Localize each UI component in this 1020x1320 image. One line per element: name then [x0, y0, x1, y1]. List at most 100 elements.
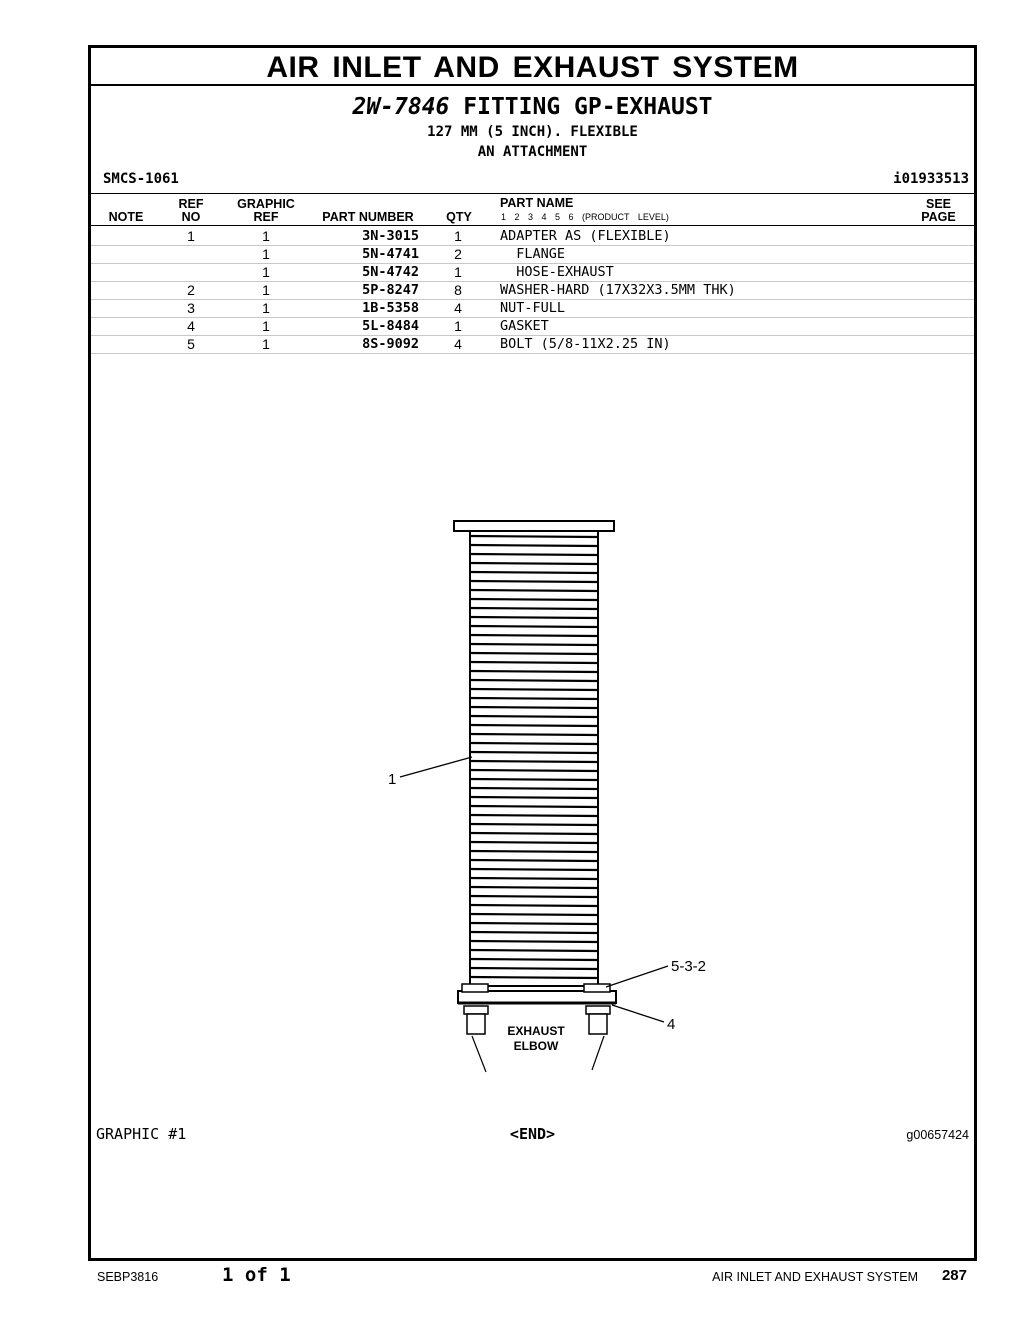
hose-rib: [469, 606, 599, 611]
table-row: 4 1 5L-8484 1 GASKET: [91, 317, 974, 336]
hose-rib: [469, 669, 599, 674]
hose-rib: [469, 651, 599, 656]
hose-rib: [469, 885, 599, 890]
row-graphic-ref: 1: [262, 300, 270, 316]
col-note-header: NOTE: [108, 210, 144, 224]
table-row: 2 1 5P-8247 8 WASHER-HARD (17X32X3.5MM T…: [91, 281, 974, 300]
elbow-label-line-1: EXHAUST: [507, 1024, 565, 1038]
hose-rib: [469, 867, 599, 872]
callout-4: 4: [667, 1016, 675, 1033]
header-top-rule: [91, 193, 974, 194]
hose-rib: [469, 903, 599, 908]
hose-rib: [469, 786, 599, 791]
footer-doc-id: SEBP3816: [97, 1270, 159, 1284]
group-part-number: 2W-7846: [352, 94, 450, 120]
info-id: i01933513: [893, 171, 969, 187]
hose-rib: [469, 624, 599, 629]
hose-rib: [469, 894, 599, 899]
hose-rib: [469, 741, 599, 746]
hose-rib: [469, 543, 599, 548]
group-name: FITTING GP-EXHAUST: [463, 94, 713, 120]
col-part-number-header: PART NUMBER: [322, 210, 414, 224]
hose-rib: [469, 777, 599, 782]
row-part-name: GASKET: [500, 318, 549, 334]
hose-rib: [469, 921, 599, 926]
hose-rib: [469, 759, 599, 764]
hose-rib: [469, 534, 599, 539]
row-part-name: HOSE-EXHAUST: [500, 264, 614, 280]
row-ref: 1: [187, 228, 195, 244]
hose-body: [469, 530, 599, 987]
hose-rib: [469, 795, 599, 800]
graphic-label: GRAPHIC #1: [96, 1125, 187, 1143]
group-description-line-2: AN ATTACHMENT: [477, 144, 588, 160]
row-part-number: 5N-4742: [362, 264, 419, 280]
row-part-name: ADAPTER AS (FLEXIBLE): [500, 228, 671, 244]
hose-rib: [469, 570, 599, 575]
group-title: 2W-7846 FITTING GP-EXHAUST: [91, 94, 974, 120]
nut-right-bottom: [588, 1013, 608, 1035]
elbow-label-line-2: ELBOW: [514, 1039, 559, 1053]
row-graphic-ref: 1: [262, 282, 270, 298]
table-row: 3 1 1B-5358 4 NUT-FULL: [91, 299, 974, 318]
hose-rib: [469, 615, 599, 620]
hose-rib: [469, 840, 599, 845]
hose-rib: [469, 633, 599, 638]
col-graphic-label: GRAPHIC: [237, 197, 295, 211]
col-qty-header: QTY: [446, 210, 472, 224]
hose-rib: [469, 939, 599, 944]
callout-1-leader: [399, 756, 473, 778]
hose-rib: [469, 678, 599, 683]
hose-rib: [469, 822, 599, 827]
page-frame: AIR INLET AND EXHAUST SYSTEM 2W-7846 FIT…: [88, 45, 977, 1261]
row-graphic-ref: 1: [262, 246, 270, 262]
col-page-label: PAGE: [921, 210, 956, 224]
hose-rib: [469, 975, 599, 980]
row-part-name: NUT-FULL: [500, 300, 566, 316]
row-part-name: FLANGE: [500, 246, 566, 262]
row-part-number: 5L-8484: [362, 318, 419, 334]
row-part-number: 8S-9092: [362, 336, 419, 352]
hose-rib: [469, 768, 599, 773]
graphic-id: g00657424: [906, 1128, 969, 1142]
hose-corrugations: [469, 534, 599, 980]
hose-rib: [469, 831, 599, 836]
hose-rib: [469, 930, 599, 935]
row-qty: 1: [454, 228, 462, 244]
nut-left-top: [461, 983, 489, 993]
elbow-line-left: [471, 1035, 487, 1073]
row-ref: 2: [187, 282, 195, 298]
callout-532-leader: [605, 965, 669, 988]
row-part-number: 5N-4741: [362, 246, 419, 262]
hose-rib: [469, 750, 599, 755]
hose-rib: [469, 561, 599, 566]
hose-rib: [469, 912, 599, 917]
elbow-line-right: [591, 1035, 605, 1071]
hose-rib: [469, 858, 599, 863]
hose-rib: [469, 660, 599, 665]
col-graphic-ref-label: REF: [253, 210, 279, 224]
col-no-label: NO: [181, 210, 201, 224]
row-part-name: BOLT (5/8-11X2.25 IN): [500, 336, 671, 352]
hose-rib: [469, 687, 599, 692]
flexible-hose: [453, 520, 615, 987]
footer-page-number: 287: [941, 1267, 967, 1284]
hose-rib: [469, 723, 599, 728]
hose-rib: [469, 948, 599, 953]
row-part-name: WASHER-HARD (17X32X3.5MM THK): [500, 282, 736, 298]
hose-rib: [469, 804, 599, 809]
top-flange: [453, 520, 615, 532]
hose-rib: [469, 876, 599, 881]
col-part-name-header: PART NAME: [500, 196, 574, 210]
row-qty: 1: [454, 264, 462, 280]
hose-rib: [469, 849, 599, 854]
hose-rib: [469, 696, 599, 701]
callout-5-3-2: 5-3-2: [671, 958, 706, 975]
col-see-label: SEE: [925, 197, 951, 211]
row-part-number: 3N-3015: [362, 228, 419, 244]
bottom-flange: [457, 990, 617, 1004]
callout-4-leader: [611, 1004, 665, 1023]
row-qty: 1: [454, 318, 462, 334]
row-graphic-ref: 1: [262, 228, 270, 244]
